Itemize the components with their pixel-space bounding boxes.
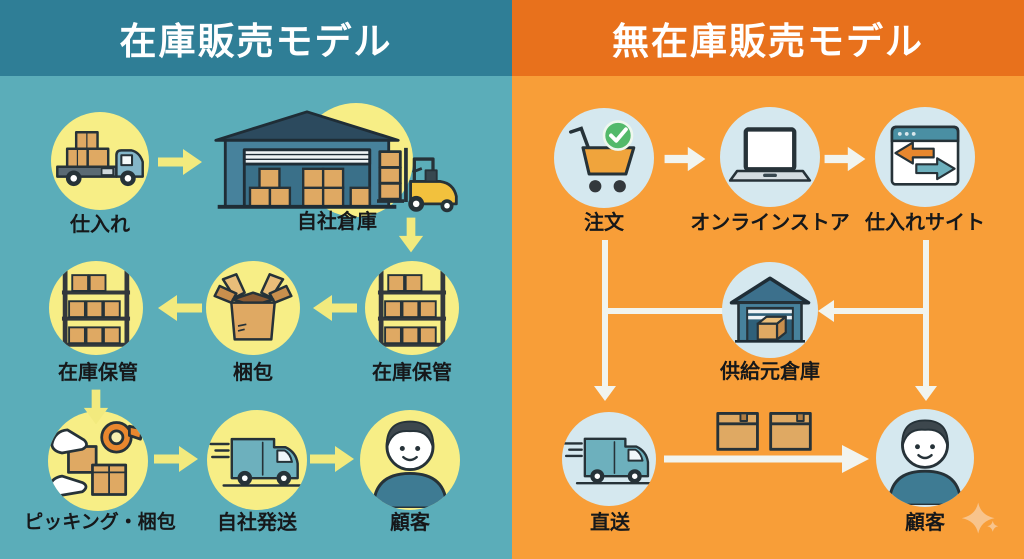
connector-site-to-warehouse (834, 308, 924, 314)
open-box-icon (213, 271, 293, 344)
sparkle-icon (960, 499, 1000, 539)
arrow-shipping-to-customer (310, 445, 354, 473)
delivery-van-icon (209, 431, 305, 490)
arrowhead-into-warehouse (818, 300, 834, 322)
node-supplier-warehouse (722, 262, 818, 358)
connector-supplier-site-down (923, 240, 929, 388)
label-supplier-warehouse: 供給元倉庫 (720, 361, 820, 383)
arrow-packing-to-storage (158, 294, 202, 322)
arrow-picking-to-shipping (154, 445, 198, 473)
forklift-icon (377, 146, 461, 213)
node-customer-left (360, 410, 460, 510)
right-panel-title: 無在庫販売モデル (612, 21, 924, 62)
laptop-icon (725, 126, 815, 188)
node-customer-right (876, 409, 974, 507)
hands-packing-icon (50, 417, 146, 506)
node-online-store (720, 107, 820, 207)
label-own-warehouse: 自社倉庫 (297, 211, 377, 233)
label-storage-b: 在庫保管 (372, 362, 452, 384)
left-panel-title: 在庫販売モデル (119, 21, 393, 62)
right-panel-header: 無在庫販売モデル (512, 0, 1024, 76)
node-supplier-site (875, 107, 975, 207)
person-avatar-icon (878, 411, 972, 505)
arrow-purchase-to-warehouse (158, 148, 202, 176)
node-packing (206, 261, 300, 355)
warehouse-box-icon (728, 273, 812, 347)
arrowhead-order-to-direct (594, 386, 616, 401)
label-storage-a: 在庫保管 (58, 362, 138, 384)
label-picking-packing: ピッキング・梱包 (24, 512, 176, 533)
arrow-store-to-supplier-site (824, 146, 866, 172)
label-customer-left: 顧客 (390, 512, 430, 534)
connector-branch-to-warehouse (605, 308, 723, 314)
arrowhead-site-to-customer (915, 386, 937, 401)
browser-swap-arrows-icon (885, 120, 965, 195)
node-storage-b (365, 261, 459, 355)
label-direct-shipping: 直送 (590, 512, 630, 534)
cart-check-icon (562, 118, 646, 199)
label-order: 注文 (584, 212, 624, 234)
arrow-storage-to-picking (83, 386, 109, 428)
node-storage-a (49, 261, 143, 355)
label-customer-right: 顧客 (905, 512, 945, 534)
warehouse-forklift-icon (212, 108, 402, 213)
connector-order-down (602, 240, 608, 388)
shelf-rack-icon (374, 268, 450, 348)
arrow-warehouse-to-storage (398, 212, 424, 258)
shelf-rack-icon (58, 268, 134, 348)
label-online-store: オンラインストア (690, 212, 850, 234)
node-direct-shipping (562, 412, 656, 506)
label-packing: 梱包 (233, 362, 273, 384)
delivery-van-icon (563, 431, 655, 487)
cardboard-boxes-icon (714, 404, 816, 453)
node-own-shipping (207, 410, 307, 510)
label-own-shipping: 自社発送 (217, 512, 297, 534)
arrow-direct-to-customer (664, 444, 869, 474)
label-supplier-site: 仕入れサイト (865, 212, 985, 234)
node-purchase (51, 112, 149, 210)
left-panel-header: 在庫販売モデル (0, 0, 512, 76)
node-order (554, 108, 654, 208)
node-picking-packing (48, 411, 148, 511)
truck-loaded-icon (54, 129, 146, 193)
arrow-storage-to-packing (313, 294, 357, 322)
person-avatar-icon (362, 412, 458, 508)
label-purchase: 仕入れ (70, 214, 130, 236)
arrow-order-to-store (664, 146, 706, 172)
